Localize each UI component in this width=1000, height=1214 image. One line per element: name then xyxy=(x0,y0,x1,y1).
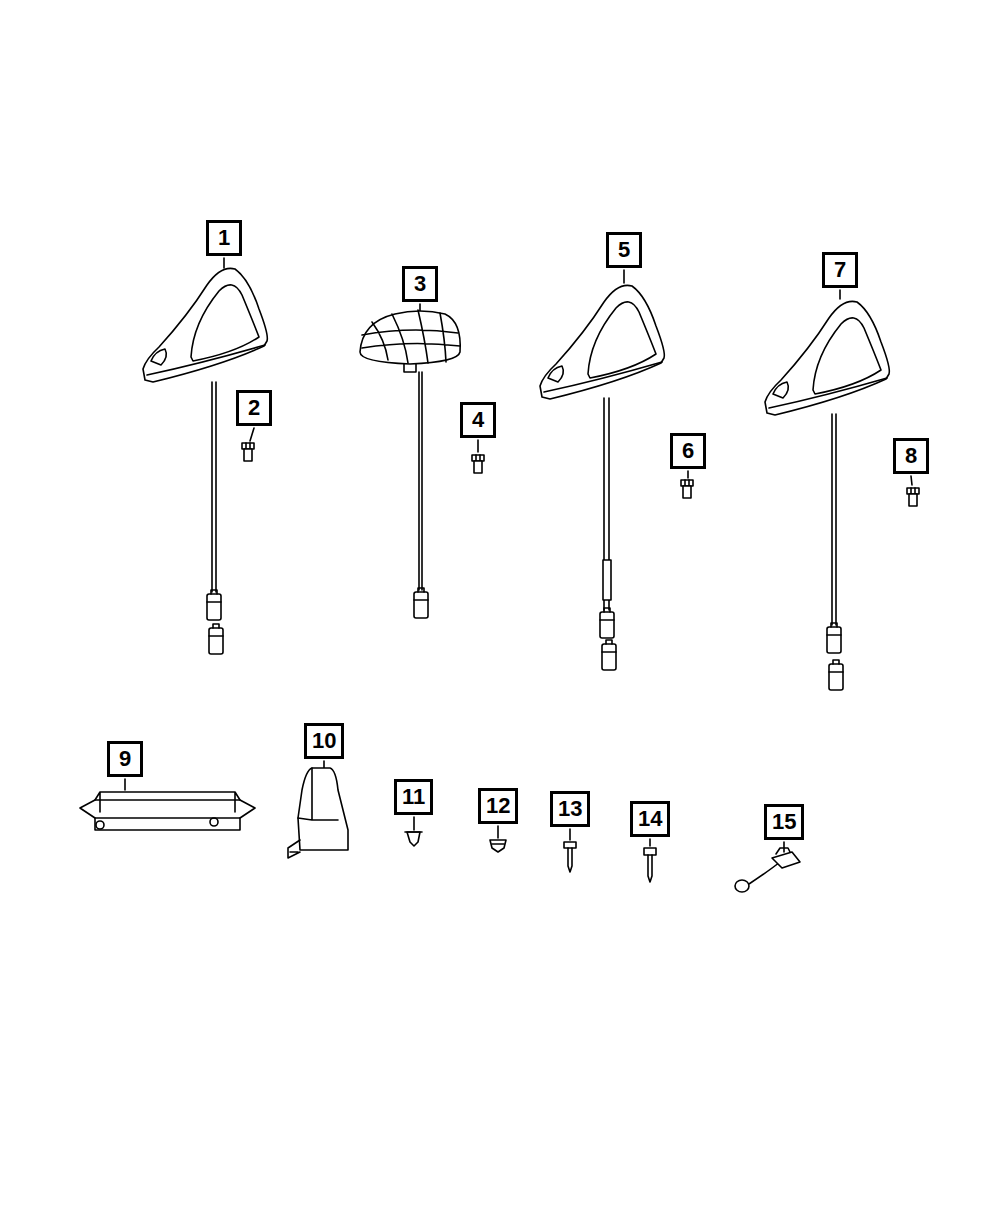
callout-number: 2 xyxy=(236,390,272,426)
callout-number: 14 xyxy=(630,801,670,837)
callout-number: 10 xyxy=(304,723,344,759)
callout-number: 7 xyxy=(822,252,858,288)
callout-number: 9 xyxy=(107,741,143,777)
callout-number: 12 xyxy=(478,788,518,824)
callout-number: 1 xyxy=(206,220,242,256)
callout-number: 11 xyxy=(394,779,433,815)
callout-number: 15 xyxy=(764,804,804,840)
callout-number: 4 xyxy=(460,402,496,438)
callout-number: 3 xyxy=(402,266,438,302)
callout-number: 5 xyxy=(606,232,642,268)
callout-number: 8 xyxy=(893,438,929,474)
callout-number: 6 xyxy=(670,433,706,469)
callout-number: 13 xyxy=(550,791,590,827)
